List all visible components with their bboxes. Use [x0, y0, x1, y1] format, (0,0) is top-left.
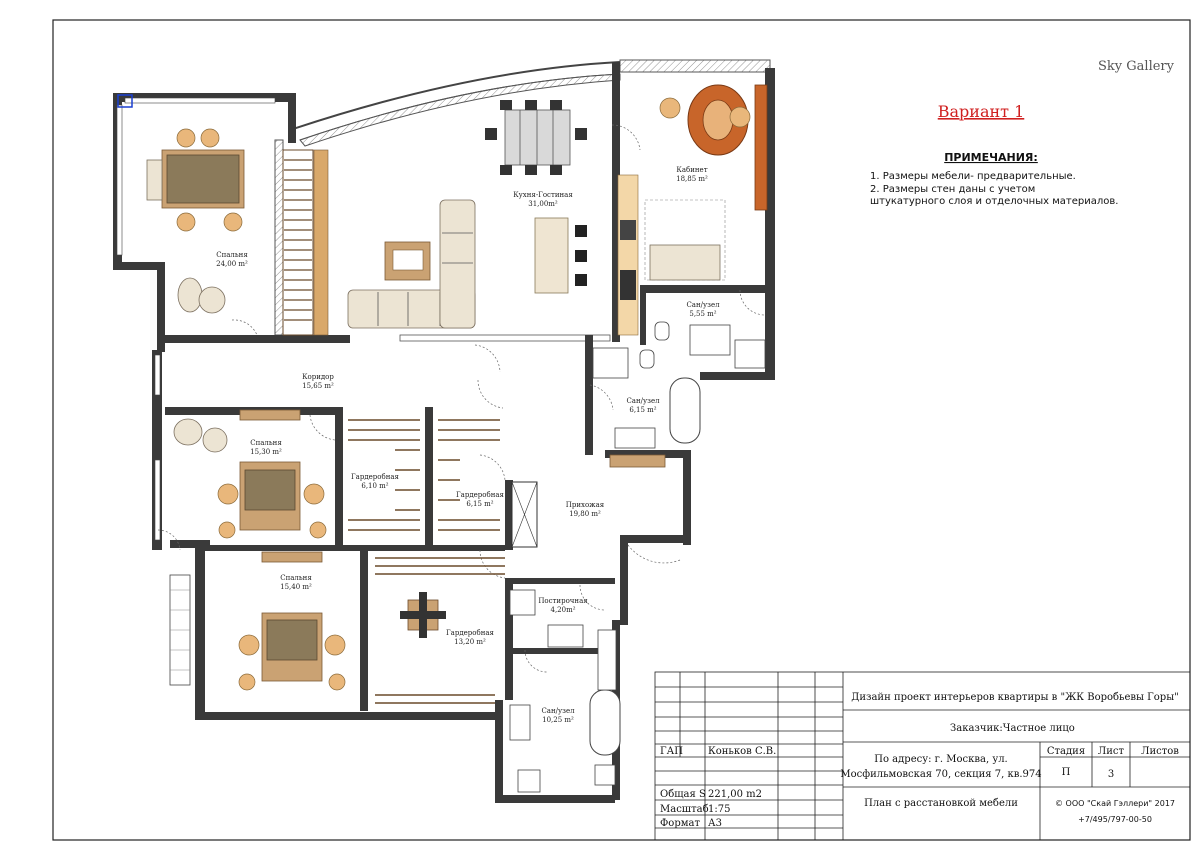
svg-text:18,85 m²: 18,85 m²	[676, 175, 708, 183]
phone: +7/495/797-00-50	[1078, 815, 1152, 824]
sheet-value: 3	[1108, 769, 1114, 780]
svg-text:19,80 m²: 19,80 m²	[569, 510, 601, 518]
svg-text:Гардеробная: Гардеробная	[351, 473, 399, 481]
svg-text:Гардеробная: Гардеробная	[456, 491, 504, 499]
svg-text:Сан/узел: Сан/узел	[541, 707, 575, 715]
format-label: Формат	[660, 818, 700, 829]
svg-text:Sky Gallery: Sky Gallery	[1098, 59, 1175, 74]
svg-text:13,20 m²: 13,20 m²	[454, 638, 486, 646]
svg-text:15,40 m²: 15,40 m²	[280, 583, 312, 591]
stage-value: П	[1062, 767, 1071, 778]
wall	[113, 93, 288, 102]
format-value: А3	[708, 818, 722, 829]
notes-block: ПРИМЕЧАНИЯ: 1. Размеры мебели- предварит…	[870, 151, 1118, 207]
svg-text:10,25 m²: 10,25 m²	[542, 716, 574, 724]
address-line-2: Мосфильмовская 70, секция 7, кв.974	[840, 769, 1041, 780]
title-block-text: Дизайн проект интерьеров квартиры в "ЖК …	[660, 692, 1179, 829]
company: © ООО "Скай Гэллери" 2017	[1055, 799, 1175, 808]
scale-label: Масштаб	[660, 804, 709, 815]
gap-label: ГАП	[660, 746, 683, 757]
plan-name: План с расстановкой мебели	[864, 798, 1018, 809]
floor-plan	[113, 59, 775, 803]
svg-text:6,15 m²: 6,15 m²	[466, 500, 493, 508]
svg-text:Сан/узел: Сан/узел	[686, 301, 720, 309]
svg-text:Спальня: Спальня	[250, 439, 282, 447]
area-label: Общая S	[660, 789, 706, 800]
svg-text:Кабинет: Кабинет	[676, 166, 707, 174]
svg-text:Спальня: Спальня	[216, 251, 248, 259]
note-line-3: штукатурного слоя и отделочных материало…	[870, 196, 1118, 207]
variant-title: Вариант 1	[938, 102, 1025, 121]
svg-text:6,10 m²: 6,10 m²	[361, 482, 388, 490]
area-value: 221,00 m2	[708, 789, 762, 800]
sheet-label: Лист	[1098, 746, 1125, 757]
svg-text:Спальня: Спальня	[280, 574, 312, 582]
sheet-border	[52, 19, 1191, 841]
svg-text:31,00m²: 31,00m²	[528, 200, 558, 208]
svg-text:24,00 m²: 24,00 m²	[216, 260, 248, 268]
note-line-2: 2. Размеры стен даны с учетом	[870, 184, 1035, 195]
client: Заказчик:Частное лицо	[950, 723, 1075, 734]
title-block	[654, 671, 1191, 841]
svg-text:Сан/узел: Сан/узел	[626, 397, 660, 405]
svg-text:15,65 m²: 15,65 m²	[302, 382, 334, 390]
sheets-label: Листов	[1141, 746, 1179, 757]
svg-text:Гардеробная: Гардеробная	[446, 629, 494, 637]
svg-text:Коридор: Коридор	[302, 373, 334, 381]
svg-text:6,15 m²: 6,15 m²	[629, 406, 656, 414]
svg-text:15,30 m²: 15,30 m²	[250, 448, 282, 456]
svg-text:5,55 m²: 5,55 m²	[689, 310, 716, 318]
scale-value: 1:75	[708, 804, 730, 815]
svg-text:Прихожая: Прихожая	[566, 501, 605, 509]
note-line-1: 1. Размеры мебели- предварительные.	[870, 171, 1076, 182]
sky-gallery-logo: Sky Gallery	[1098, 59, 1175, 74]
stage-label: Стадия	[1047, 746, 1085, 757]
gap-value: Коньков С.В.	[708, 746, 776, 757]
svg-text:Кухня-Гостиная: Кухня-Гостиная	[513, 191, 573, 199]
project-title: Дизайн проект интерьеров квартиры в "ЖК …	[851, 692, 1179, 703]
svg-text:4,20m²: 4,20m²	[550, 606, 575, 614]
svg-text:Постирочная: Постирочная	[538, 597, 588, 605]
address-line-1: По адресу: г. Москва, ул.	[874, 754, 1007, 765]
notes-heading: ПРИМЕЧАНИЯ:	[944, 151, 1038, 164]
